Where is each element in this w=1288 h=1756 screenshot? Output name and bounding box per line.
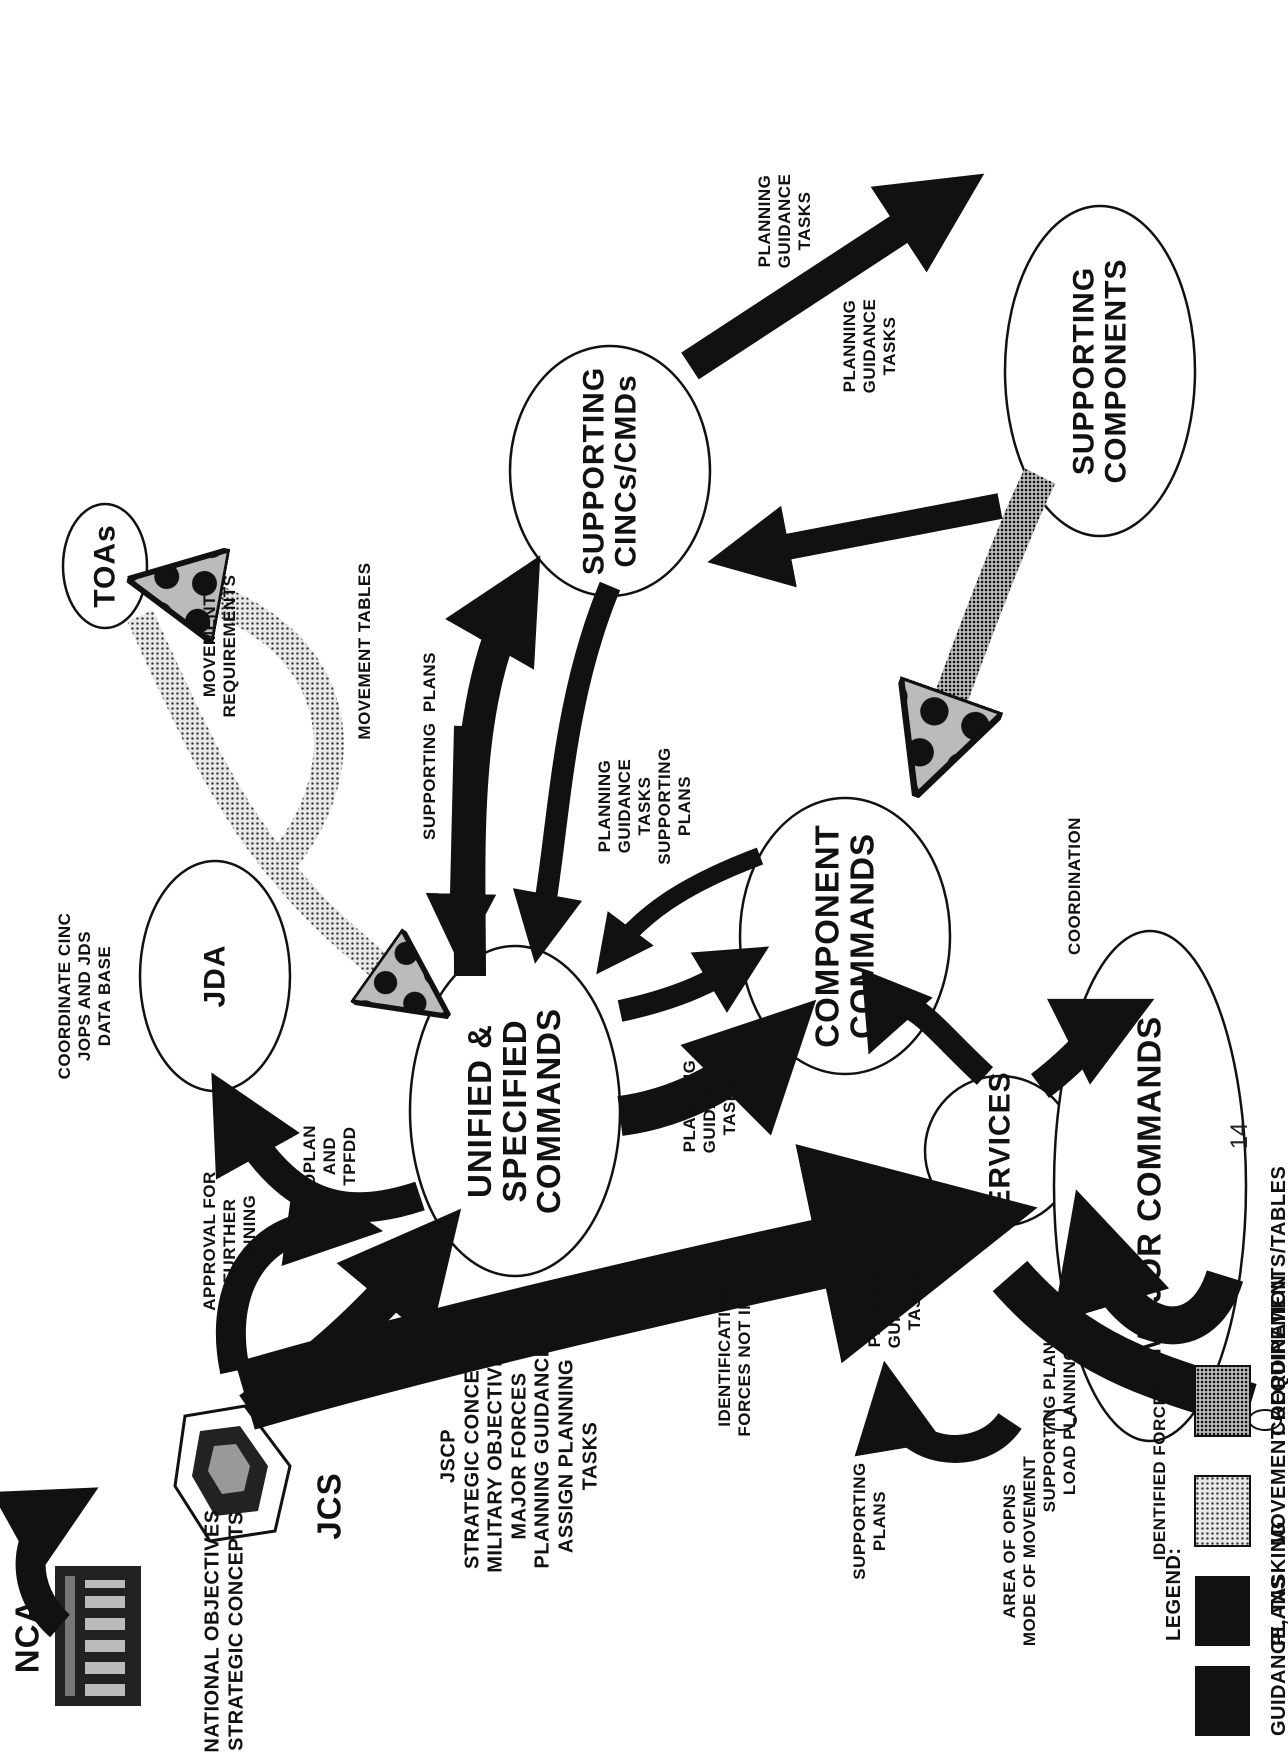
approval-label: APPROVAL FOR FURTHER PLANNING <box>199 1171 260 1311</box>
supporting-plans-top-label: SUPPORTING PLANS <box>419 652 439 840</box>
legend-title: LEGEND: <box>1163 1547 1186 1642</box>
arrow-unified-to-jda <box>211 1072 425 1223</box>
legend-swatch-coordination <box>1194 1365 1251 1437</box>
legend-swatch-guidance <box>1195 1666 1250 1736</box>
arrow-nca-to-jcs <box>0 1487 99 1638</box>
planning-guidance-tasks-top-right-label: PLANNING GUIDANCE TASKS <box>839 298 900 394</box>
identified-forces-node-a <box>1043 1409 1077 1431</box>
legend-swatch-movement <box>1194 1475 1251 1547</box>
legend-label-coordination: COORDINATION <box>1268 1274 1288 1436</box>
planning-guidance-tasks-supporting-plans-label: PLANNING GUIDANCE TASKS SUPPORTING PLANS <box>594 747 695 865</box>
toas-label: TOAs <box>88 524 122 608</box>
arrow-supporting-cincs-to-supporting-components <box>681 173 985 380</box>
services-label: SERVICES <box>983 1071 1017 1231</box>
jscp-label: JSCP STRATEGIC CONCEPT MILITARY OBJECTIV… <box>437 1339 601 1573</box>
arrow-unified-to-component-wide <box>617 999 817 1136</box>
nca-building-icon <box>55 1566 141 1706</box>
major-commands-label: MAJOR COMMANDS <box>1130 1015 1168 1357</box>
planning-guidance-tasks-services-label: PLANNING GUIDANCE TASKS <box>864 1253 925 1349</box>
coordination-right-label: COORDINATION <box>1064 817 1084 955</box>
arrow-jcs-to-unified <box>239 1208 462 1427</box>
jcs-label: JCS <box>310 1472 348 1540</box>
page-number: 14 <box>1226 1122 1253 1150</box>
arrow-supporting-components-to-cincs <box>707 493 1003 588</box>
arrow-supporting-cincs-to-unified <box>512 581 621 964</box>
planning-guidance-tasks-mid-right-label: PLANNING GUIDANCE TASKS <box>754 173 815 269</box>
identification-forces-label: IDENTIFICATION OF FORCES NOT IN JSCP <box>714 1245 754 1437</box>
arrow-component-to-unified <box>596 847 764 975</box>
unified-specified-label: UNIFIED & SPECIFIED COMMANDS <box>461 1008 568 1214</box>
arrow-coordination <box>930 468 1056 756</box>
coordinate-cinc-label: COORDINATE CINC JOPS AND JDS DATA BASE <box>54 912 115 1080</box>
arrow-supporting-plans-to-unified <box>425 725 497 965</box>
national-objectives-label: NATIONAL OBJECTIVES STRATEGIC CONCEPTS <box>201 1509 247 1753</box>
arrow-unified-to-supporting-cincs <box>445 555 541 977</box>
area-of-opns-label: AREA OF OPNS MODE OF MOVEMENT <box>999 1455 1039 1647</box>
arrow-movement-requirements <box>165 586 344 887</box>
arrow-movement-tables <box>127 610 420 996</box>
movement-requirements-label: MOVEMENT REQUIREMENTS <box>199 574 239 718</box>
legend-label-plans: PLANS <box>1268 1575 1288 1646</box>
pentagon-icon <box>173 1404 292 1543</box>
component-commands-label: COMPONENT COMMANDS <box>808 824 880 1048</box>
movement-tables-label: MOVEMENT TABLES <box>354 562 374 740</box>
arrow-jcs-to-services <box>235 1144 1038 1430</box>
jda-label: JDA <box>198 944 232 1008</box>
arrow-services-to-component <box>861 968 994 1085</box>
arrow-services-to-major <box>1030 998 1155 1098</box>
supporting-cincs-label: SUPPORTING CINCs/CMDs <box>577 366 643 576</box>
planning-guidance-tasks-center-label: PLANNING GUIDANCE TASKS <box>679 1058 740 1154</box>
supporting-components-node <box>1003 204 1197 538</box>
supporting-plans-load-label: SUPPORTING PLANS LOAD PLANNING <box>1039 1329 1079 1513</box>
legend-swatch-plans <box>1195 1576 1250 1646</box>
nca-label: NCA <box>8 1598 46 1674</box>
arrow-approval-jcs-unified <box>215 1170 384 1375</box>
arrow-unified-to-component <box>617 946 770 1022</box>
arrow-major-to-services <box>1052 1189 1244 1345</box>
supporting-plans-left-label: SUPPORTING PLANS <box>849 1462 889 1580</box>
supporting-components-label: SUPPORTING COMPONENTS <box>1067 258 1133 484</box>
arrow-major-load-planning <box>854 1360 1022 1463</box>
identified-forces-label: IDENTIFIED FORCES <box>1149 1381 1169 1561</box>
oplan-label: OPLAN AND TPFDD <box>299 1125 360 1187</box>
